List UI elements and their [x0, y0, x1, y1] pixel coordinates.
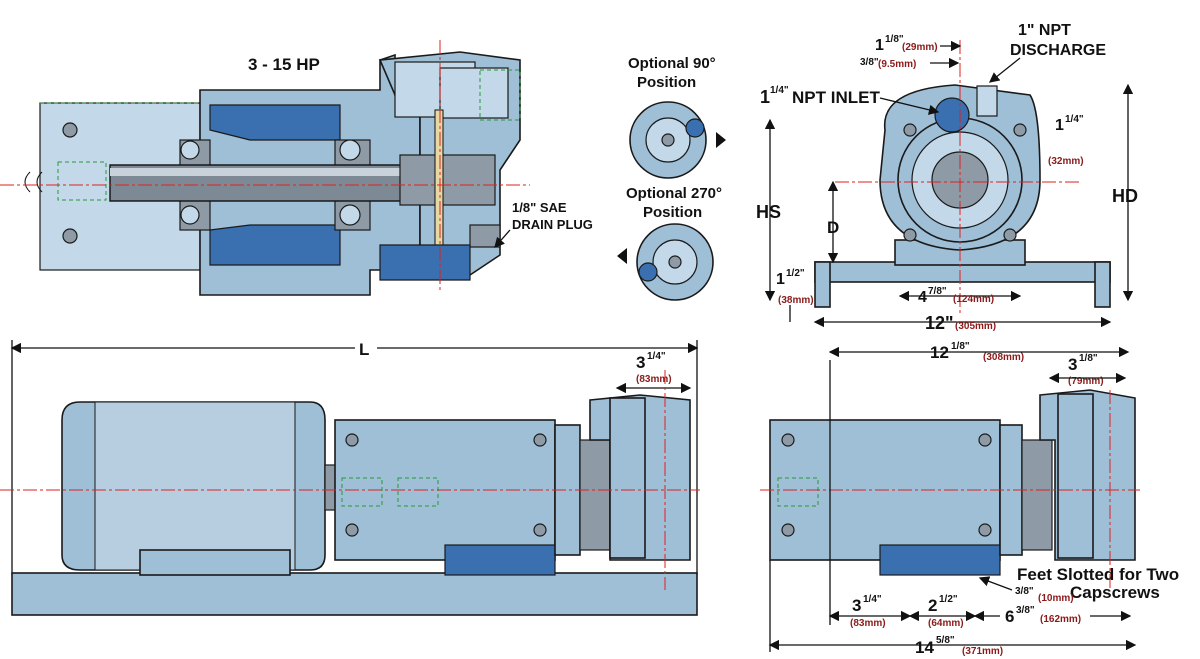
feet-slotted-label-1: Feet Slotted for Two	[1017, 565, 1179, 584]
rotate-arrow-right-icon	[716, 132, 726, 148]
d2-whole: 2	[928, 596, 937, 615]
foot-h-frac: 1/2"	[786, 268, 805, 279]
pump-length-mm: (308mm)	[983, 352, 1024, 363]
pos90-diagram	[629, 101, 726, 179]
side-suction-whole: 3	[636, 353, 645, 372]
foot-h-whole: 1	[776, 271, 785, 288]
dim-right-whole: 1	[1055, 117, 1064, 134]
inlet-label: NPT INLET	[792, 88, 880, 107]
section-title: 3 - 15 HP	[248, 55, 320, 74]
drain-plug-label-2: DRAIN PLUG	[512, 217, 593, 232]
inlet-port	[934, 97, 970, 133]
pos270-diagram	[617, 223, 714, 301]
side-view-assembly	[11, 394, 698, 616]
hd-label: HD	[1112, 186, 1138, 206]
foot-h-mm: (38mm)	[778, 295, 814, 306]
d3-frac: 3/8"	[1016, 605, 1035, 616]
pump-length-frac: 1/8"	[951, 341, 970, 352]
overall-mm: (371mm)	[962, 646, 1003, 657]
slot-frac: 3/8"	[1015, 586, 1034, 597]
bolt-frac: 7/8"	[928, 286, 947, 297]
dim-right-mm: (32mm)	[1048, 156, 1084, 167]
pump-suction-whole: 3	[1068, 355, 1077, 374]
dim-top-whole: 1	[875, 37, 884, 54]
dim-top-frac: 1/8"	[885, 34, 904, 45]
side-suction-mm: (83mm)	[636, 374, 672, 385]
dim-offset-mm: (9.5mm)	[878, 59, 916, 70]
dim-right-frac: 1/4"	[1065, 114, 1084, 125]
d2-frac: 1/2"	[939, 594, 958, 605]
d-label: D	[827, 218, 839, 237]
bolt-whole: 4	[918, 289, 927, 306]
pos90-title-2: Position	[637, 74, 696, 91]
bolt-mm: (124mm)	[953, 294, 994, 305]
overall-whole: 14	[915, 638, 934, 657]
d1-mm: (83mm)	[850, 618, 886, 629]
d1-whole: 3	[852, 596, 861, 615]
hs-label: HS	[756, 202, 781, 222]
pos270-title-1: Optional 270°	[626, 185, 722, 202]
slot-mm: (10mm)	[1038, 593, 1074, 604]
d3-mm: (162mm)	[1040, 614, 1081, 625]
d3-whole: 6	[1005, 607, 1014, 626]
d1-frac: 1/4"	[863, 594, 882, 605]
dim-top-mm: (29mm)	[902, 42, 938, 53]
inlet-whole: 1	[760, 87, 770, 107]
dim-offset-frac: 3/8"	[860, 57, 879, 68]
pos90-title-1: Optional 90°	[628, 55, 716, 72]
feet-slotted-label-2: Capscrews	[1070, 583, 1160, 602]
overall-length-label: L	[359, 340, 369, 359]
discharge-label-2: DISCHARGE	[1010, 42, 1106, 59]
discharge-label-1: 1" NPT	[1018, 22, 1071, 39]
base-whole: 12"	[925, 313, 954, 333]
drain-plug-label-1: 1/8" SAE	[512, 200, 567, 215]
section-view	[24, 51, 521, 296]
base-mm: (305mm)	[955, 321, 996, 332]
pump-suction-frac: 1/8"	[1079, 353, 1098, 364]
side-suction-frac: 1/4"	[647, 351, 666, 362]
inlet-frac: 1/4"	[770, 85, 789, 96]
d2-mm: (64mm)	[928, 618, 964, 629]
baseplate	[11, 572, 698, 616]
pump-view-assembly	[769, 389, 1136, 576]
rotate-arrow-left-icon	[617, 248, 627, 264]
pos270-title-2: Position	[643, 204, 702, 221]
